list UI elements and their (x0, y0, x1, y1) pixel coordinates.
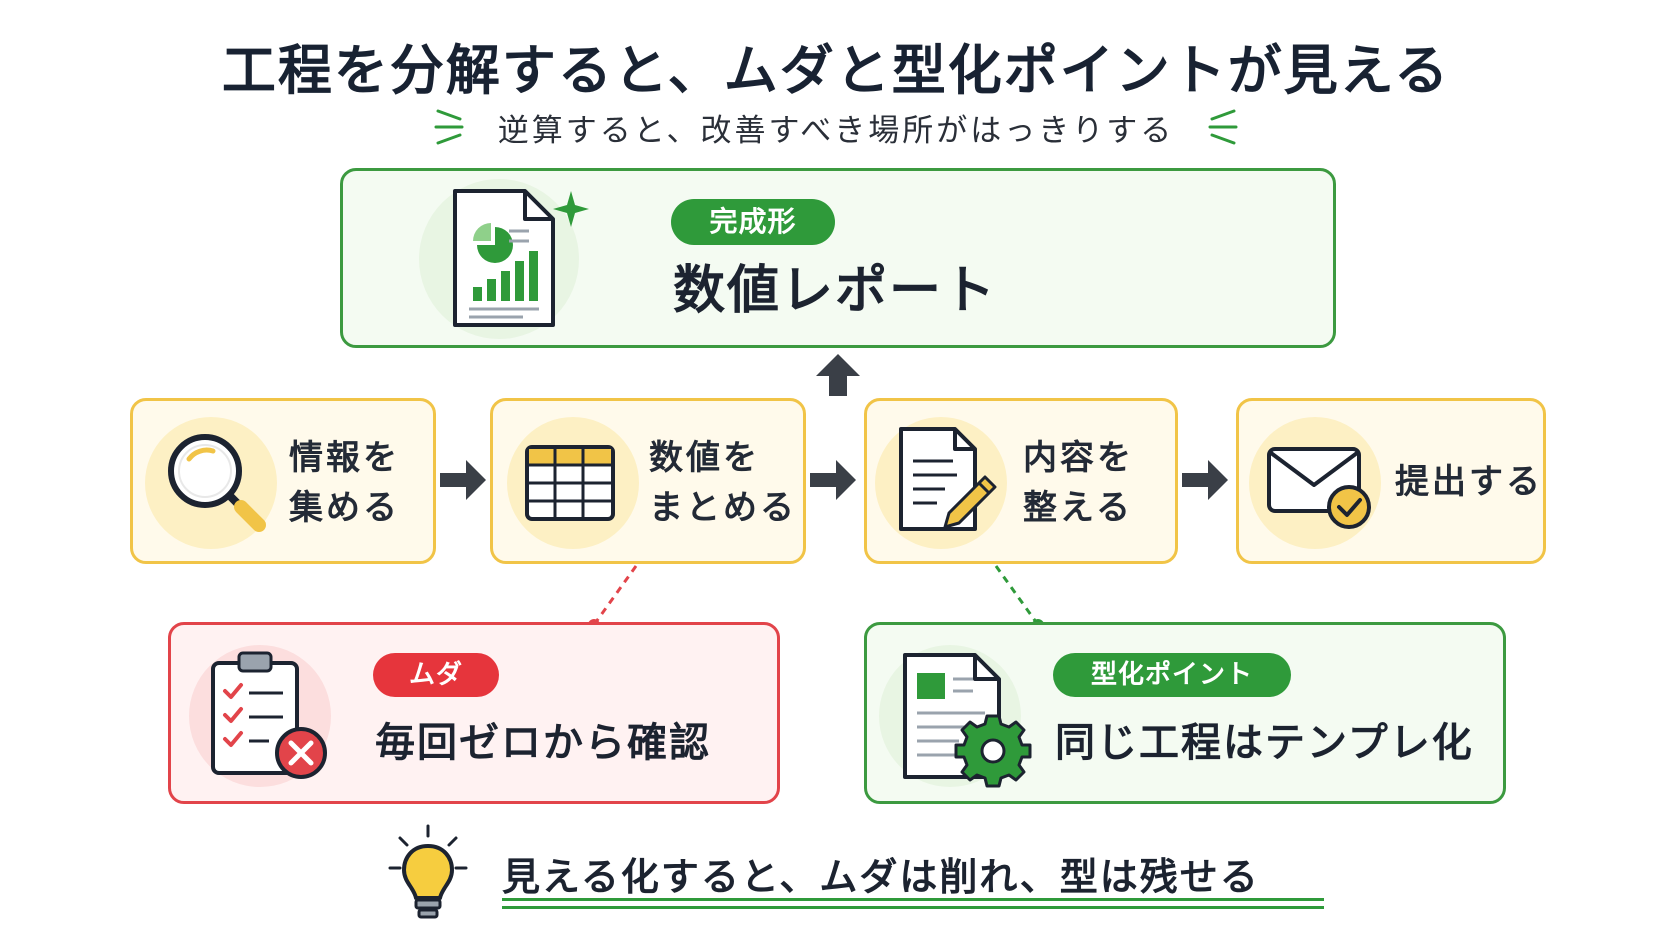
step-label-line2: 整える (1023, 488, 1133, 528)
spreadsheet-icon (525, 445, 615, 521)
template-box: 型化ポイント 同じ工程はテンプレ化 (864, 622, 1506, 804)
waste-box: ムダ 毎回ゼロから確認 (168, 622, 780, 804)
step-label-line2: まとめる (649, 488, 797, 528)
magnifier-icon (168, 434, 266, 532)
right-arrow-icon (810, 460, 856, 500)
step-label-line1: 提出する (1395, 462, 1543, 502)
page-title: 工程を分解すると、ムダと型化ポイントが見える (221, 39, 1451, 102)
step-box-collect: 情報を 集める (130, 398, 436, 564)
report-chart-icon (453, 189, 589, 327)
footer-message: 見える化すると、ムダは削れ、型は残せる (502, 855, 1260, 899)
goal-label: 数値レポート (673, 261, 998, 321)
document-gear-icon (903, 653, 1032, 788)
waste-label: 毎回ゼロから確認 (375, 720, 711, 766)
document-pencil-icon (899, 427, 997, 531)
subtitle: 逆算すると、改善すべき場所がはっきりする (497, 112, 1175, 149)
template-label: 同じ工程はテンプレ化 (1055, 720, 1474, 766)
sparkle-left-icon (434, 109, 464, 145)
step-label-line1: 内容を (1023, 438, 1134, 478)
step-label: 情報を 集める (289, 433, 400, 533)
lightbulb-icon (388, 824, 468, 919)
step-label: 数値を まとめる (649, 433, 797, 533)
template-badge: 型化ポイント (1053, 653, 1291, 697)
clipboard-x-icon (211, 651, 327, 779)
right-arrow-icon (440, 460, 486, 500)
step-box-format: 内容を 整える (864, 398, 1178, 564)
goal-badge: 完成形 (671, 199, 835, 245)
envelope-check-icon (1267, 447, 1371, 529)
goal-box: 完成形 数値レポート (340, 168, 1336, 348)
step-label: 提出する (1395, 457, 1543, 507)
up-arrow-icon (816, 354, 860, 396)
step-label-line1: 数値を (649, 438, 760, 478)
step-box-aggregate: 数値を まとめる (490, 398, 806, 564)
step-label-line1: 情報を (289, 438, 400, 478)
step-label-line2: 集める (289, 488, 400, 528)
footer-underline-bottom (502, 906, 1324, 909)
step-box-submit: 提出する (1236, 398, 1546, 564)
waste-badge: ムダ (373, 653, 499, 697)
subtitle-row: 逆算すると、改善すべき場所がはっきりする (0, 104, 1672, 150)
sparkle-right-icon (1208, 109, 1238, 145)
step-label: 内容を 整える (1023, 433, 1134, 533)
footer-underline-top (502, 898, 1324, 901)
right-arrow-icon (1182, 460, 1228, 500)
